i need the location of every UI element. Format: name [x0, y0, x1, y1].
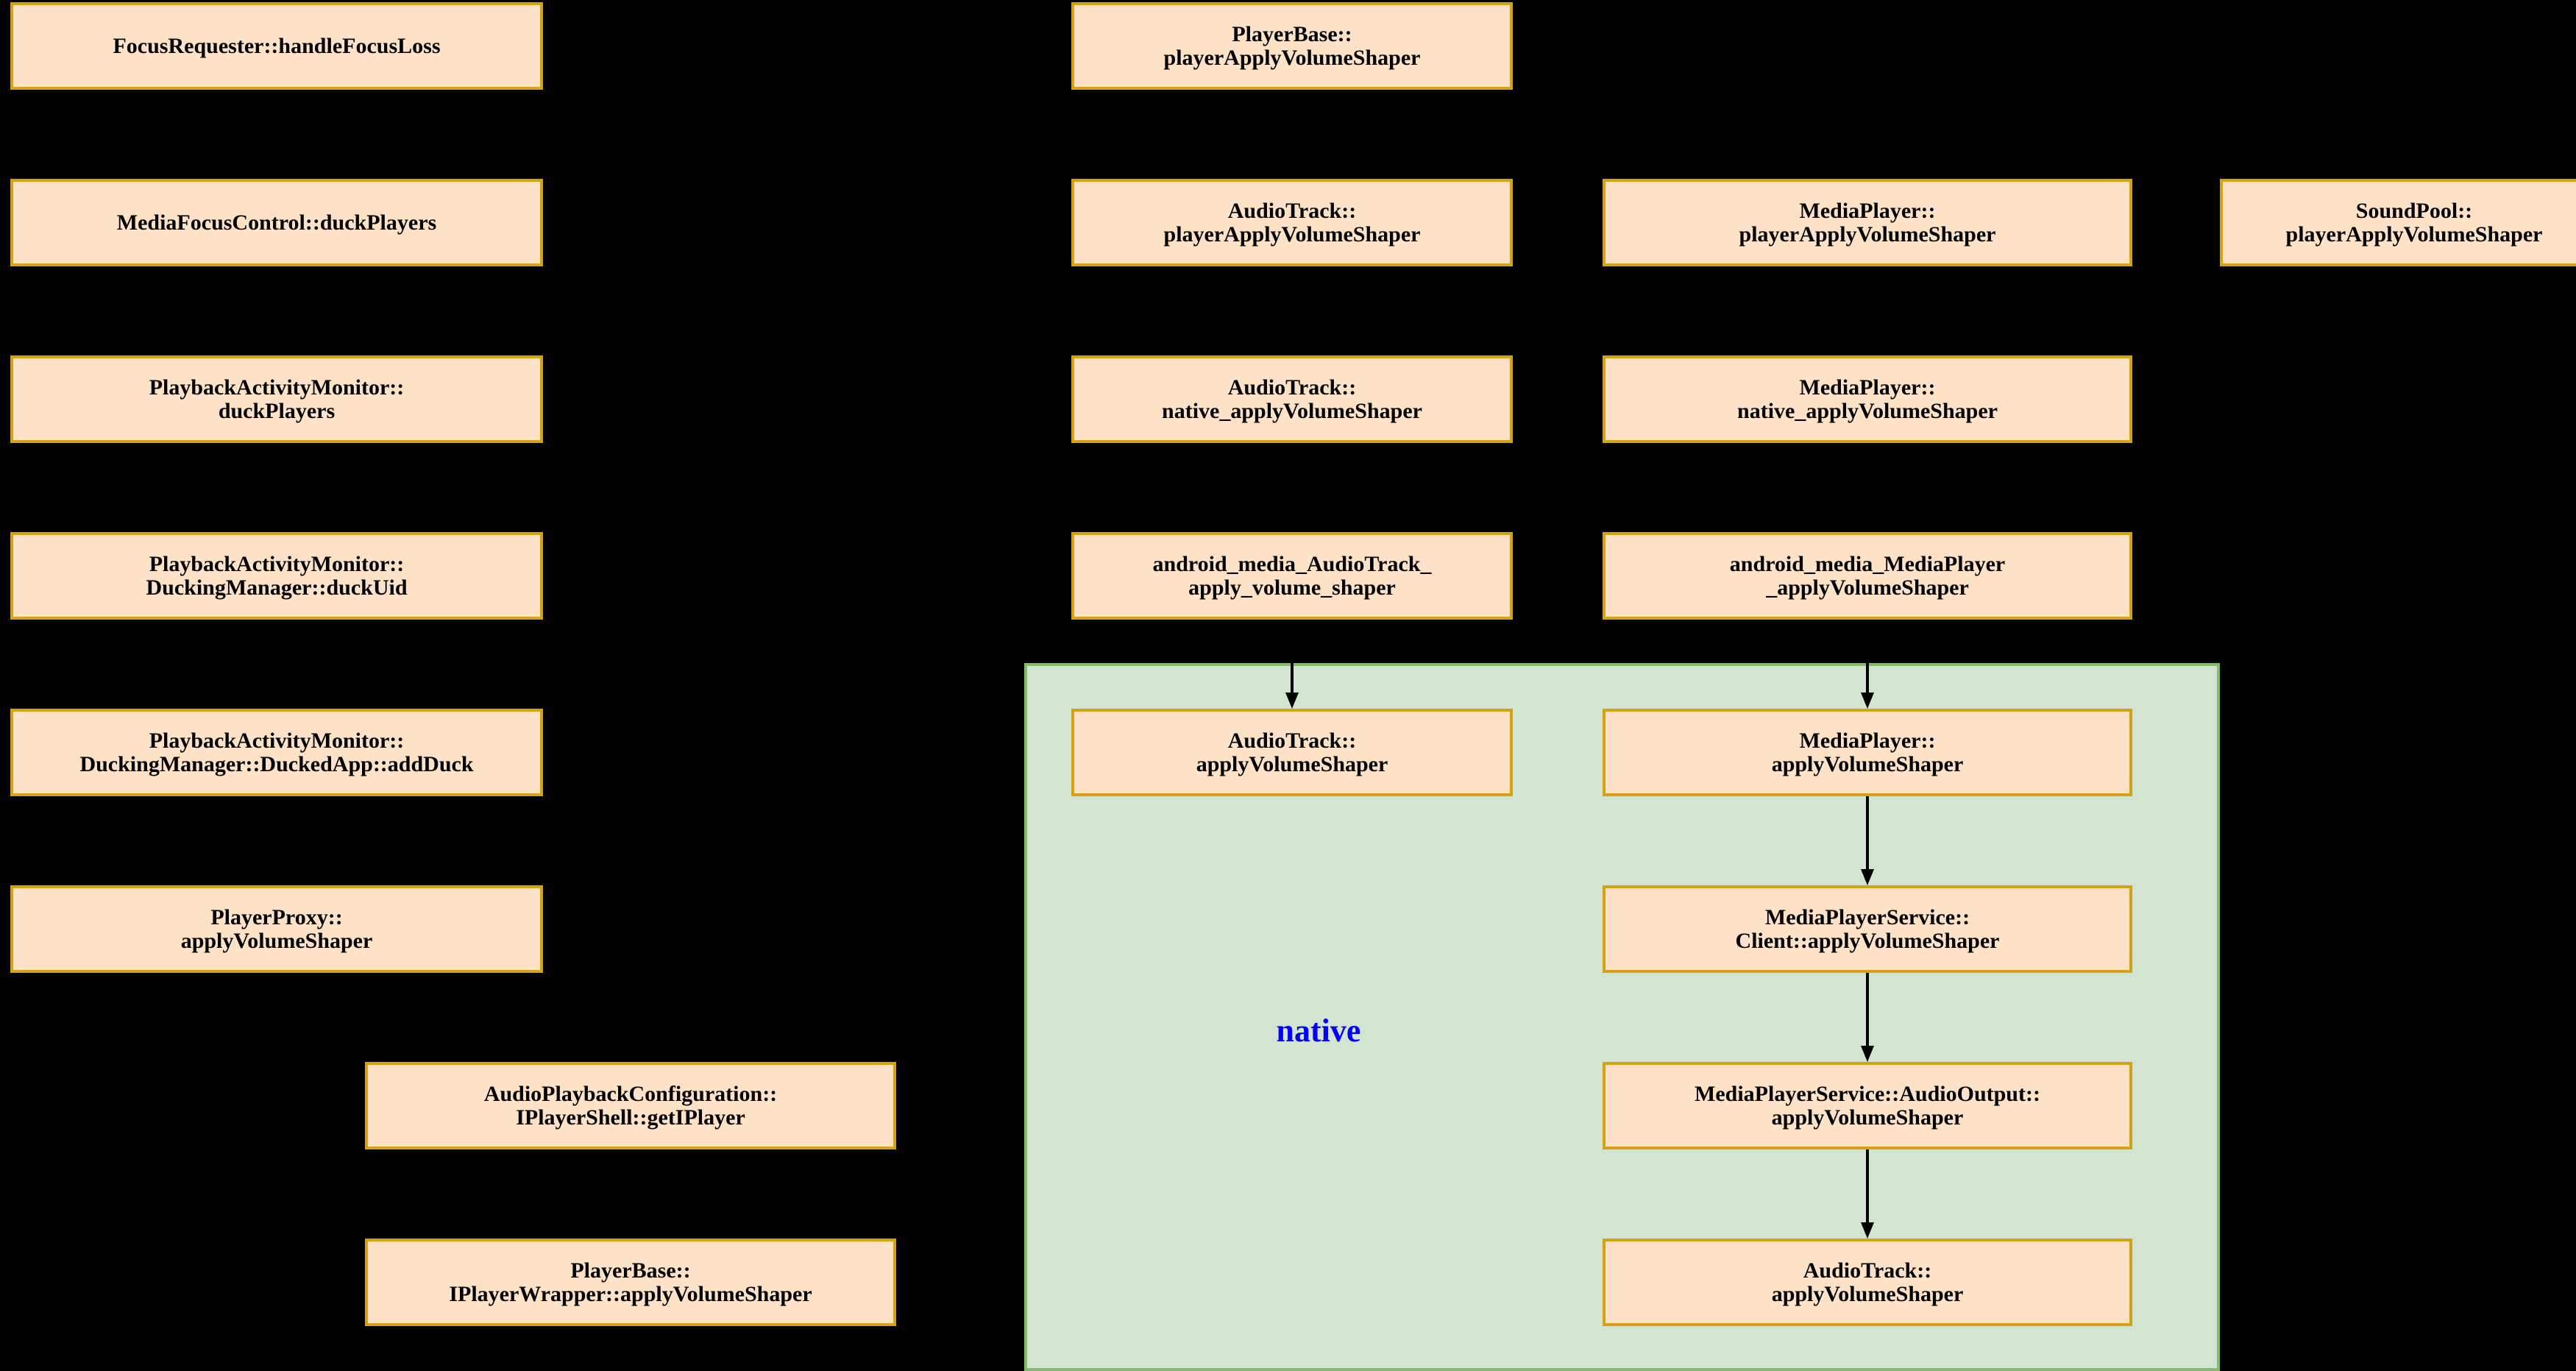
node-label-line1: AudioTrack:: [1803, 1258, 1932, 1283]
node-label-line1: PlayerProxy:: [210, 904, 343, 929]
cluster-label-native: native [1276, 1013, 1361, 1049]
node-label-line1: AudioPlaybackConfiguration:: [483, 1081, 778, 1106]
node-playbackactivitymonitor-duckingmanager-duckedapp-addduck[interactable]: PlaybackActivityMonitor::DuckingManager:… [10, 709, 543, 796]
node-focusrequester-handlefocusloss[interactable]: FocusRequester::handleFocusLoss [10, 2, 543, 90]
node-label-line1: FocusRequester::handleFocusLoss [113, 33, 441, 58]
node-label: PlaybackActivityMonitor::DuckingManager:… [146, 551, 408, 600]
node-audioplaybackconfiguration-iplayershell-getiplayer[interactable]: AudioPlaybackConfiguration::IPlayerShell… [365, 1062, 896, 1149]
node-label: PlaybackActivityMonitor::duckPlayers [149, 375, 405, 423]
node-label-line1: PlaybackActivityMonitor:: [149, 728, 405, 753]
node-label-line2: duckPlayers [218, 398, 336, 423]
node-label-line1: AudioTrack:: [1227, 198, 1357, 223]
node-label-line1: PlayerBase:: [570, 1258, 691, 1283]
node-label-line2: DuckingManager::DuckedApp::addDuck [79, 751, 474, 776]
node-label: MediaPlayerService::AudioOutput::applyVo… [1695, 1081, 2040, 1130]
node-label: PlayerBase::IPlayerWrapper::applyVolumeS… [449, 1258, 812, 1306]
node-android-media-audiotrack-apply-volume-shaper[interactable]: android_media_AudioTrack_apply_volume_sh… [1071, 532, 1513, 620]
node-mediafocuscontrol-duckplayers[interactable]: MediaFocusControl::duckPlayers [10, 179, 543, 266]
node-label: android_media_AudioTrack_apply_volume_sh… [1152, 551, 1432, 600]
node-mediaplayerservice-audiooutput-applyvolumeshaper[interactable]: MediaPlayerService::AudioOutput::applyVo… [1603, 1062, 2132, 1149]
node-playerproxy-applyvolumeshaper[interactable]: PlayerProxy::applyVolumeShaper [10, 885, 543, 973]
node-label-line1: MediaPlayer:: [1799, 198, 1936, 223]
node-label-line2: native_applyVolumeShaper [1737, 398, 1998, 423]
node-label-line2: apply_volume_shaper [1188, 575, 1396, 600]
node-label-line2: playerApplyVolumeShaper [2285, 222, 2543, 247]
node-label-line1: AudioTrack:: [1227, 375, 1357, 400]
node-label-line2: IPlayerWrapper::applyVolumeShaper [449, 1281, 812, 1306]
node-label-line2: applyVolumeShaper [1771, 1105, 1964, 1130]
node-label-line2: _applyVolumeShaper [1766, 575, 1969, 600]
node-playbackactivitymonitor-duckingmanager-duckuid[interactable]: PlaybackActivityMonitor::DuckingManager:… [10, 532, 543, 620]
node-audiotrack-applyvolumeshaper-bottom[interactable]: AudioTrack::applyVolumeShaper [1603, 1239, 2132, 1326]
node-mediaplayer-playerapplyvolumeshaper[interactable]: MediaPlayer::playerApplyVolumeShaper [1603, 179, 2132, 266]
node-label-line2: native_applyVolumeShaper [1162, 398, 1422, 423]
node-label-line2: IPlayerShell::getIPlayer [516, 1105, 745, 1130]
node-label: SoundPool::playerApplyVolumeShaper [2286, 199, 2543, 247]
node-label-line1: MediaPlayer:: [1799, 728, 1936, 753]
node-label-line2: applyVolumeShaper [1196, 751, 1388, 776]
node-label-line1: MediaPlayer:: [1799, 375, 1936, 400]
node-label-line1: AudioTrack:: [1227, 728, 1357, 753]
node-label-line1: PlaybackActivityMonitor:: [149, 551, 405, 576]
node-mediaplayer-applyvolumeshaper-native[interactable]: MediaPlayer::applyVolumeShaper [1603, 709, 2132, 796]
node-label-line2: applyVolumeShaper [1771, 1281, 1964, 1306]
node-label: AudioTrack::native_applyVolumeShaper [1162, 375, 1422, 423]
node-label-line1: MediaPlayerService::AudioOutput:: [1695, 1081, 2040, 1106]
node-label: AudioTrack::applyVolumeShaper [1771, 1258, 1964, 1306]
node-label-line2: playerApplyVolumeShaper [1739, 222, 1996, 247]
node-playerbase-playerapplyvolumeshaper[interactable]: PlayerBase::playerApplyVolumeShaper [1071, 2, 1513, 90]
node-label: AudioPlaybackConfiguration::IPlayerShell… [483, 1081, 778, 1130]
node-label: android_media_MediaPlayer_applyVolumeSha… [1729, 551, 2006, 600]
node-mediaplayerservice-client-applyvolumeshaper[interactable]: MediaPlayerService::Client::applyVolumeS… [1603, 885, 2132, 973]
node-audiotrack-applyvolumeshaper-native[interactable]: AudioTrack::applyVolumeShaper [1071, 709, 1513, 796]
node-android-media-mediaplayer-applyvolumeshaper[interactable]: android_media_MediaPlayer_applyVolumeSha… [1603, 532, 2132, 620]
node-label-line2: playerApplyVolumeShaper [1163, 45, 1421, 70]
node-playbackactivitymonitor-duckplayers[interactable]: PlaybackActivityMonitor::duckPlayers [10, 355, 543, 443]
node-label: PlayerBase::playerApplyVolumeShaper [1163, 21, 1421, 70]
node-label: MediaFocusControl::duckPlayers [116, 210, 437, 235]
node-label: MediaPlayerService::Client::applyVolumeS… [1735, 904, 2000, 953]
node-label: MediaPlayer::native_applyVolumeShaper [1737, 375, 1998, 423]
node-playerbase-iplayerwrapper-applyvolumeshaper[interactable]: PlayerBase::IPlayerWrapper::applyVolumeS… [365, 1239, 896, 1326]
node-label-line1: PlayerBase:: [1232, 21, 1352, 46]
node-label: FocusRequester::handleFocusLoss [113, 33, 441, 58]
node-soundpool-playerapplyvolumeshaper[interactable]: SoundPool::playerApplyVolumeShaper [2220, 179, 2576, 266]
node-label-line2: Client::applyVolumeShaper [1735, 928, 2000, 953]
node-label-line2: playerApplyVolumeShaper [1163, 222, 1421, 247]
node-label-line1: SoundPool:: [2355, 198, 2473, 223]
node-mediaplayer-native-applyvolumeshaper[interactable]: MediaPlayer::native_applyVolumeShaper [1603, 355, 2132, 443]
node-audiotrack-playerapplyvolumeshaper[interactable]: AudioTrack::playerApplyVolumeShaper [1071, 179, 1513, 266]
node-label-line2: applyVolumeShaper [1771, 751, 1964, 776]
node-label-line2: applyVolumeShaper [180, 928, 373, 953]
node-label-line1: MediaPlayerService:: [1764, 904, 1970, 929]
node-label-line2: DuckingManager::duckUid [146, 575, 408, 600]
node-label-line1: android_media_AudioTrack_ [1152, 551, 1432, 576]
node-label-line1: PlaybackActivityMonitor:: [149, 375, 405, 400]
node-label: PlaybackActivityMonitor::DuckingManager:… [79, 729, 473, 776]
node-audiotrack-native-applyvolumeshaper[interactable]: AudioTrack::native_applyVolumeShaper [1071, 355, 1513, 443]
node-label: AudioTrack::applyVolumeShaper [1196, 729, 1388, 776]
node-label: AudioTrack::playerApplyVolumeShaper [1164, 199, 1421, 247]
node-label-line1: MediaFocusControl::duckPlayers [116, 210, 437, 235]
node-label: MediaPlayer::playerApplyVolumeShaper [1739, 199, 1996, 247]
node-label-line1: android_media_MediaPlayer [1729, 551, 2006, 576]
node-label: PlayerProxy::applyVolumeShaper [180, 904, 373, 953]
node-label: MediaPlayer::applyVolumeShaper [1772, 729, 1964, 776]
